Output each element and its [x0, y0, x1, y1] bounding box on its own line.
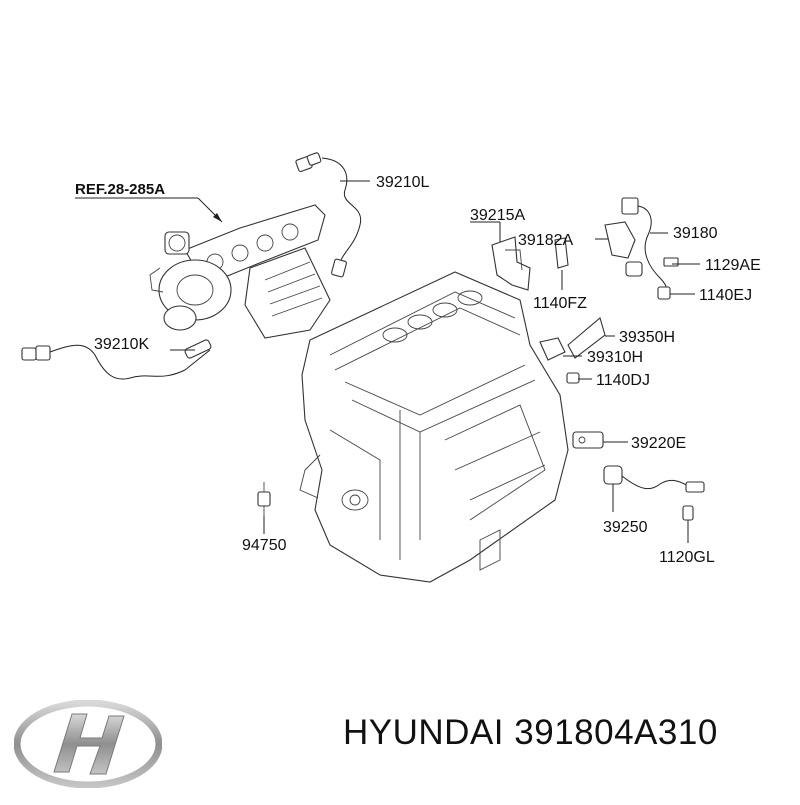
sensor-39350H [539, 317, 606, 384]
sensor-39220E [572, 431, 604, 449]
sensor-94750 [257, 482, 271, 516]
sensor-bracket [491, 236, 569, 291]
label-1140FZ: 1140FZ [533, 295, 587, 312]
label-1140EJ: 1140EJ [699, 287, 752, 304]
label-39215A: 39215A [470, 207, 525, 224]
oxygen-sensor-lower [21, 339, 212, 380]
sensor-39250 [603, 465, 705, 521]
oxygen-sensor-upper [295, 152, 362, 278]
engine-block [299, 271, 569, 583]
label-39210K: 39210K [94, 336, 149, 353]
label-39220E: 39220E [631, 435, 686, 452]
label-1140DJ: 1140DJ [596, 372, 650, 389]
reference-label: REF.28-285A [75, 181, 165, 198]
brand-name: HYUNDAI [343, 713, 505, 752]
label-1120GL: 1120GL [659, 549, 715, 566]
label-39180: 39180 [673, 225, 718, 242]
label-39250: 39250 [603, 519, 648, 536]
hyundai-logo-icon [14, 700, 162, 788]
label-39210L: 39210L [376, 174, 429, 191]
exhaust-manifold [149, 204, 331, 339]
label-1129AE: 1129AE [705, 257, 761, 274]
part-caption: HYUNDAI 391804A310 [343, 713, 718, 753]
label-94750: 94750 [242, 537, 287, 554]
label-39350H: 39350H [619, 329, 675, 346]
leader-lines [75, 180, 700, 543]
label-39310H: 39310H [587, 349, 643, 366]
label-39182A: 39182A [518, 232, 573, 249]
part-number: 391804A310 [514, 713, 718, 752]
sensor-39180 [604, 197, 679, 300]
